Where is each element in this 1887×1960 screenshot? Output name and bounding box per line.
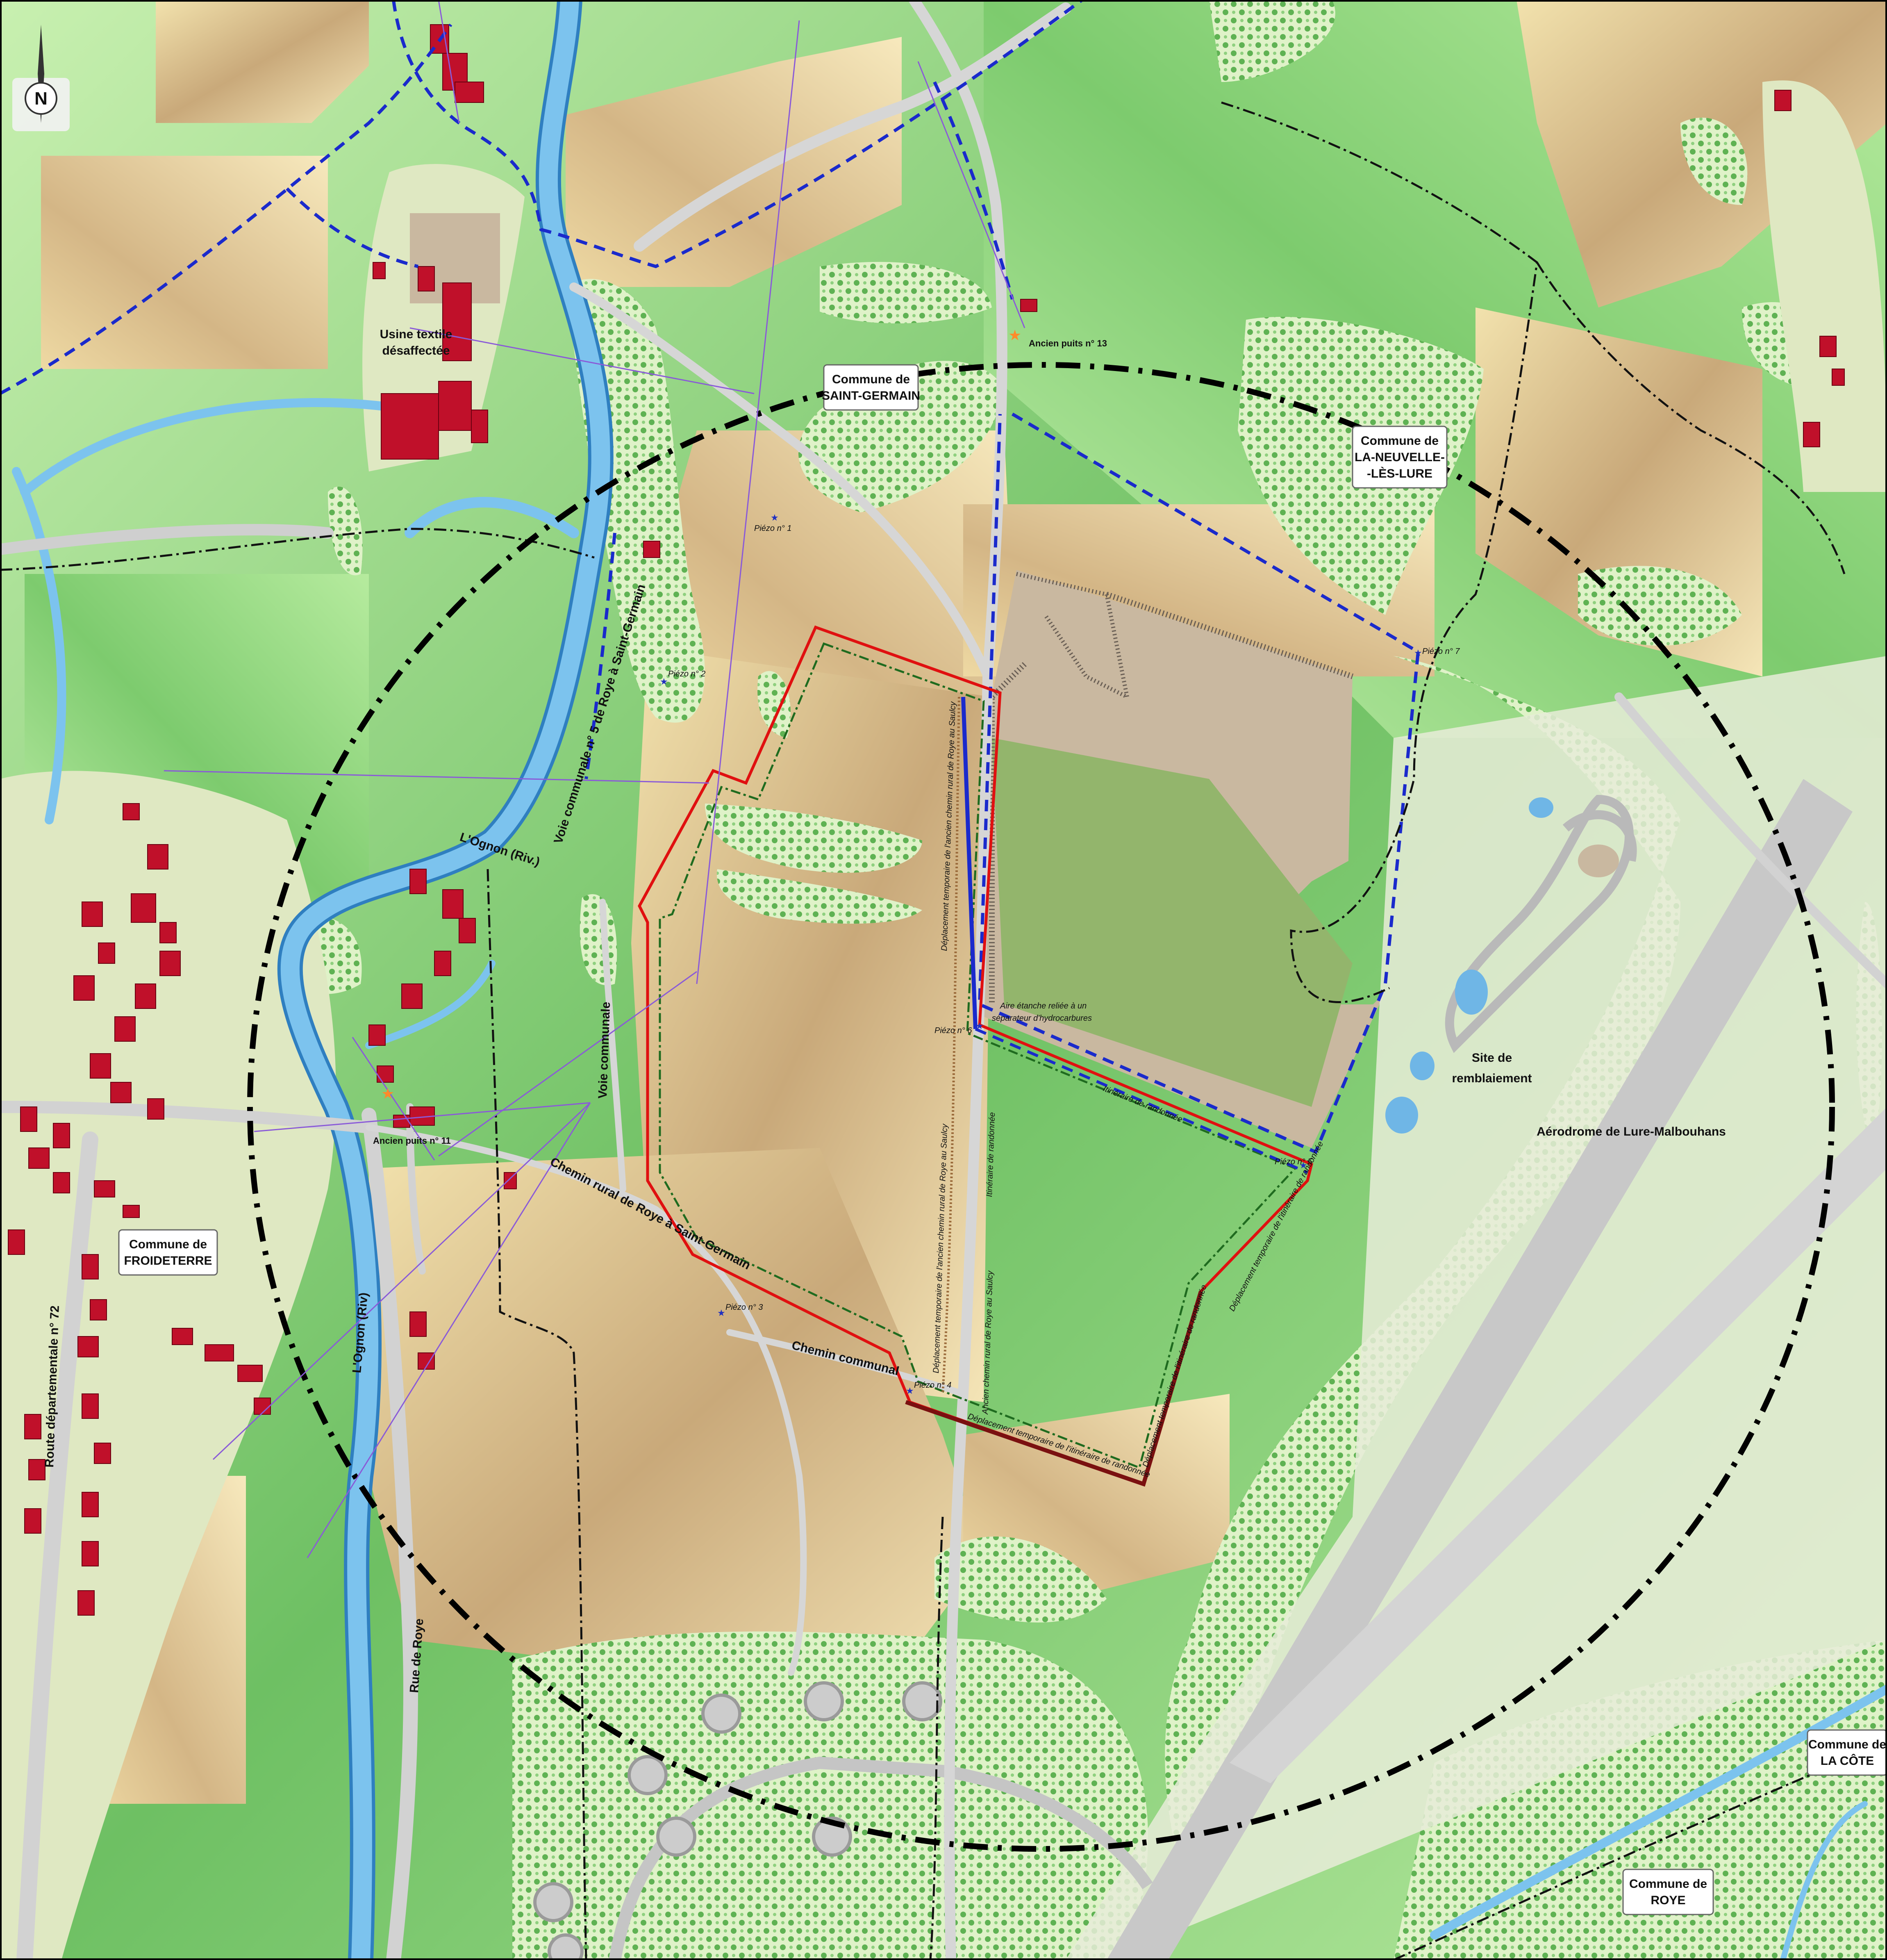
label-ancien-puits-11: Ancien puits n° 11 <box>373 1136 451 1146</box>
label-usine-1: Usine textile <box>380 328 452 341</box>
admin-boundaries <box>0 101 1887 1960</box>
label-aire-etanche-1: Aire étanche reliée à un <box>1000 1002 1087 1011</box>
svg-text:★: ★ <box>1008 327 1021 344</box>
commune-label-neuvelle: Commune de LA-NEUVELLE- -LÈS-LURE <box>1352 426 1448 489</box>
river-ognon <box>12 0 1887 1960</box>
label-ancien-puits-13: Ancien puits n° 13 <box>1029 338 1107 348</box>
piezo-markers: ★ ★ ★ ★ ★ ★ ★ <box>660 512 1422 1396</box>
svg-text:Commune de: Commune de <box>1808 1738 1886 1751</box>
label-voie-communale: Voie communale <box>596 1002 613 1099</box>
north-arrow-letter: N <box>34 89 48 109</box>
svg-text:★: ★ <box>771 512 779 523</box>
parking-stands <box>533 1681 1153 1960</box>
label-site-1: Site de <box>1472 1051 1512 1065</box>
label-piezo-3: Piézo n° 3 <box>725 1303 763 1312</box>
commune-label-la-cote: Commune de LA CÔTE <box>1807 1729 1887 1776</box>
project-boundary <box>638 625 1314 1487</box>
svg-text:Commune de: Commune de <box>129 1238 207 1251</box>
north-arrow: N <box>12 25 70 131</box>
label-aerodrome: Aérodrome de Lure-Malbouhans <box>1537 1125 1726 1138</box>
label-piezo-4: Piézo n° 4 <box>914 1381 951 1390</box>
svg-text:★: ★ <box>1414 648 1422 658</box>
svg-text:Commune de: Commune de <box>1629 1877 1707 1891</box>
svg-text:FROIDETERRE: FROIDETERRE <box>124 1254 212 1268</box>
label-piezo-2: Piézo n° 2 <box>668 669 705 678</box>
svg-text:★: ★ <box>717 1308 725 1318</box>
commune-boundaries <box>0 0 1420 1154</box>
radius-circle <box>247 362 1835 1852</box>
label-usine-2: désaffectée <box>382 344 450 357</box>
commune-label-saint-germain: Commune de SAINT-GERMAIN <box>822 364 920 411</box>
svg-text:-LÈS-LURE: -LÈS-LURE <box>1367 467 1432 480</box>
svg-text:Commune de: Commune de <box>1361 434 1439 448</box>
label-piezo-1: Piézo n° 1 <box>754 524 791 533</box>
svg-text:★: ★ <box>1299 1160 1307 1170</box>
forest-areas <box>266 0 1887 1960</box>
transect-lines <box>164 0 1025 1558</box>
label-site-2: remblaiement <box>1452 1072 1532 1085</box>
commune-label-froideterre: Commune de FROIDETERRE <box>118 1229 218 1276</box>
svg-text:Commune de: Commune de <box>832 373 910 386</box>
commune-label-roye: Commune de ROYE <box>1622 1869 1714 1915</box>
svg-text:ROYE: ROYE <box>1651 1894 1685 1907</box>
svg-text:★: ★ <box>381 1085 394 1102</box>
label-aire-etanche-2: séparateur d'hydrocarbures <box>992 1014 1092 1023</box>
svg-text:★: ★ <box>975 1021 984 1031</box>
ancien-puits-markers: ★ ★ <box>381 327 1021 1102</box>
label-piezo-7: Piézo n° 7 <box>1422 647 1460 656</box>
aerodrome-area <box>1066 656 1887 1960</box>
label-piezo-6: Piézo n° 6 <box>934 1026 972 1035</box>
svg-text:LA CÔTE: LA CÔTE <box>1821 1754 1874 1768</box>
quarry-area <box>984 570 1385 1148</box>
svg-text:★: ★ <box>906 1386 914 1396</box>
buildings <box>8 24 1845 1616</box>
svg-text:SAINT-GERMAIN: SAINT-GERMAIN <box>822 389 920 403</box>
svg-text:LA-NEUVELLE-: LA-NEUVELLE- <box>1355 451 1445 464</box>
svg-text:★: ★ <box>660 676 668 687</box>
label-piezo-5: Piézo n° 5 <box>1275 1157 1312 1166</box>
